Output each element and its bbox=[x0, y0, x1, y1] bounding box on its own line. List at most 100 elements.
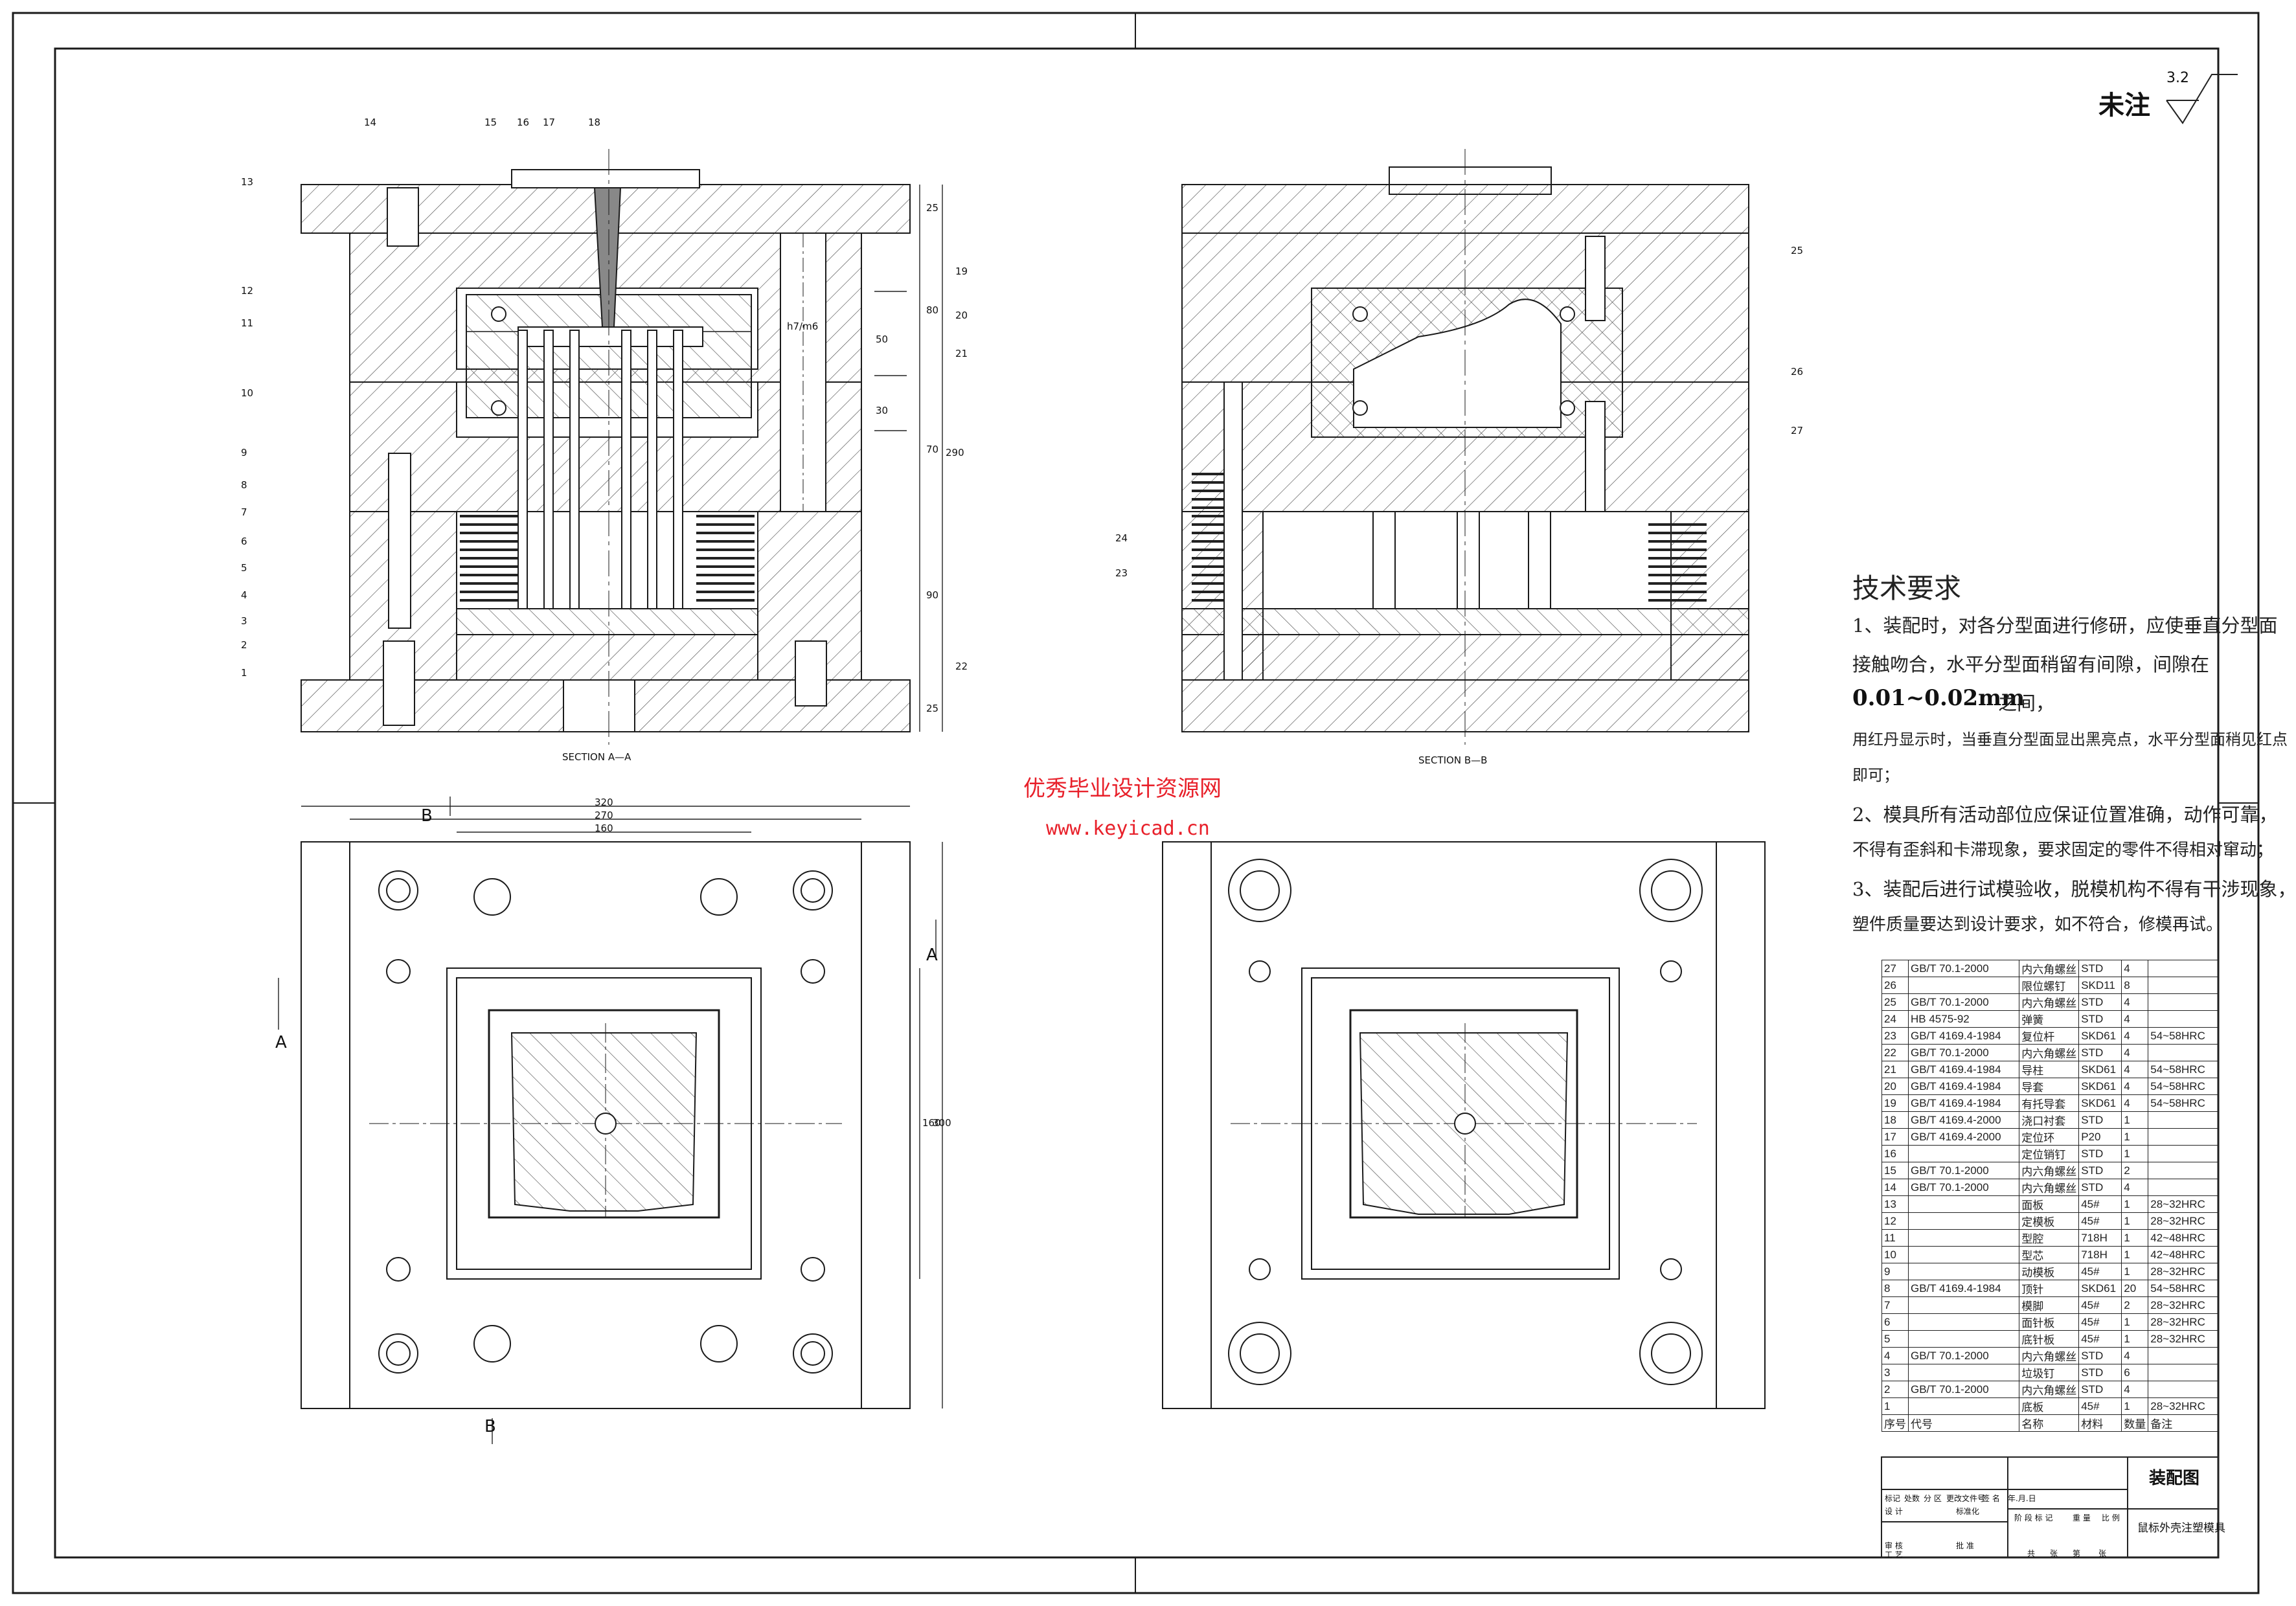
bom-cell: 序号 bbox=[1881, 1414, 1909, 1432]
balloon-23: 23 bbox=[1115, 567, 1128, 579]
bom-cell: STD bbox=[2078, 1179, 2122, 1196]
bom-cell bbox=[2148, 1381, 2218, 1398]
bom-cell bbox=[2148, 960, 2218, 977]
tb-sign: 签 名 bbox=[1982, 1494, 2000, 1503]
bom-cell: 1 bbox=[2121, 1330, 2149, 1348]
bom-cell: 28~32HRC bbox=[2148, 1212, 2218, 1230]
bom-cell: 17 bbox=[1881, 1128, 1909, 1146]
bom-cell: 4 bbox=[2121, 1347, 2149, 1364]
dim-160: 160 bbox=[595, 822, 613, 834]
balloon-17: 17 bbox=[543, 117, 556, 128]
bom-cell bbox=[1907, 1195, 2020, 1213]
bom-cell: 54~58HRC bbox=[2148, 1061, 2218, 1078]
bom-cell bbox=[1907, 1330, 2020, 1348]
bom-cell: 54~58HRC bbox=[2148, 1094, 2218, 1112]
bom-cell: 底针板 bbox=[2019, 1330, 2080, 1348]
balloon-4: 4 bbox=[241, 589, 247, 601]
bom-cell: STD bbox=[2078, 1145, 2122, 1162]
bom-cell: GB/T 70.1-2000 bbox=[1907, 1347, 2020, 1364]
bom-cell: 13 bbox=[1881, 1195, 1909, 1213]
bom-cell: 7 bbox=[1881, 1296, 1909, 1314]
section-a-caption: SECTION A—A bbox=[562, 751, 631, 763]
balloon-9: 9 bbox=[241, 447, 247, 458]
tech-req-2a: 2、模具所有活动部位应保证位置准确，动作可靠， bbox=[1852, 804, 2278, 826]
drawing-name: 装配图 bbox=[2149, 1469, 2200, 1488]
tb-change-doc: 更改文件号 bbox=[1946, 1494, 1986, 1503]
bom-cell: 21 bbox=[1881, 1061, 1909, 1078]
fit-tolerance: h7/m6 bbox=[787, 321, 819, 332]
bom-cell: GB/T 4169.4-1984 bbox=[1907, 1061, 2020, 1078]
bom-cell bbox=[1907, 1313, 2020, 1331]
dim-50: 50 bbox=[876, 334, 889, 345]
bom-cell: 45# bbox=[2078, 1397, 2122, 1415]
dim-70: 70 bbox=[926, 444, 939, 455]
watermark-title: 优秀毕业设计资源网 bbox=[1023, 776, 1222, 802]
bom-cell: 19 bbox=[1881, 1094, 1909, 1112]
bom-cell: 内六角螺丝 bbox=[2019, 1179, 2080, 1196]
bom-cell: SKD61 bbox=[2078, 1280, 2122, 1297]
bom-cell: 型芯 bbox=[2019, 1246, 2080, 1263]
bom-cell bbox=[2148, 1128, 2218, 1146]
balloon-3: 3 bbox=[241, 615, 247, 627]
bom-cell: 54~58HRC bbox=[2148, 1280, 2218, 1297]
bom-cell: GB/T 70.1-2000 bbox=[1907, 1162, 2020, 1179]
bom-cell: 浇口衬套 bbox=[2019, 1111, 2080, 1129]
tb-process: 工 艺 bbox=[1885, 1550, 1903, 1559]
bom-cell: 名称 bbox=[2019, 1414, 2080, 1432]
bom-cell: 动模板 bbox=[2019, 1263, 2080, 1280]
bom-cell bbox=[2148, 1347, 2218, 1364]
bom-cell: 4 bbox=[2121, 1078, 2149, 1095]
tb-design: 设 计 bbox=[1885, 1507, 1903, 1516]
bom-cell: 数量 bbox=[2121, 1414, 2149, 1432]
bom-cell: 18 bbox=[1881, 1111, 1909, 1129]
balloon-26: 26 bbox=[1791, 366, 1804, 378]
bom-cell: 1 bbox=[2121, 1111, 2149, 1129]
bom-cell: 6 bbox=[1881, 1313, 1909, 1331]
bom-cell: 1 bbox=[2121, 1229, 2149, 1247]
bom-cell: 45# bbox=[2078, 1263, 2122, 1280]
tech-req-3a: 3、装配后进行试模验收，脱模机构不得有干涉现象， bbox=[1852, 878, 2296, 900]
bom-cell: 10 bbox=[1881, 1246, 1909, 1263]
bom-cell: 23 bbox=[1881, 1027, 1909, 1045]
bom-cell: 42~48HRC bbox=[2148, 1246, 2218, 1263]
bom-cell: 6 bbox=[2121, 1364, 2149, 1381]
tech-req-1a: 1、装配时，对各分型面进行修研，应使垂直分型面 bbox=[1852, 615, 2278, 637]
bom-cell: STD bbox=[2078, 1364, 2122, 1381]
view-label-a-left: A bbox=[275, 1033, 287, 1052]
bom-cell: 2 bbox=[2121, 1296, 2149, 1314]
bom-cell: 1 bbox=[2121, 1195, 2149, 1213]
bom-cell: GB/T 70.1-2000 bbox=[1907, 1381, 2020, 1398]
bom-cell: 4 bbox=[2121, 1381, 2149, 1398]
bom-cell: 3 bbox=[1881, 1364, 1909, 1381]
bom-cell bbox=[2148, 1162, 2218, 1179]
tech-req-title: 技术要求 bbox=[1852, 572, 1962, 604]
dim-25-bottom: 25 bbox=[926, 703, 939, 714]
bom-cell: 定模板 bbox=[2019, 1212, 2080, 1230]
bom-cell: 1 bbox=[2121, 1263, 2149, 1280]
bom-cell: 12 bbox=[1881, 1212, 1909, 1230]
tb-stage: 阶 段 标 记 bbox=[2014, 1513, 2053, 1522]
bom-cell: 底板 bbox=[2019, 1397, 2080, 1415]
bom-cell: 面板 bbox=[2019, 1195, 2080, 1213]
section-a-a-view bbox=[301, 149, 911, 745]
bom-cell: 4 bbox=[2121, 960, 2149, 977]
dim-290: 290 bbox=[946, 447, 964, 458]
plan-view-left-dimensions bbox=[278, 797, 943, 1444]
bom-cell bbox=[2148, 1145, 2218, 1162]
balloon-7: 7 bbox=[241, 506, 247, 518]
